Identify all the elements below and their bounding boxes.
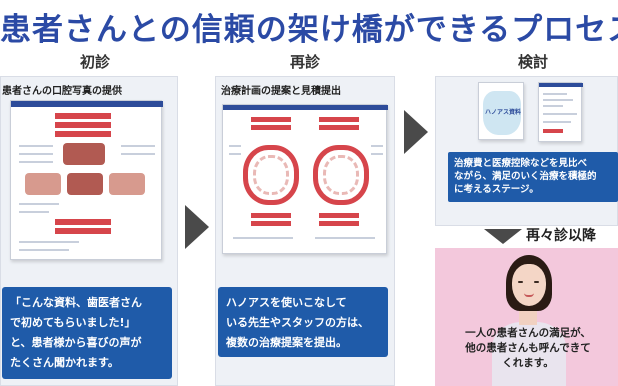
pink-line: くれます。 xyxy=(502,357,554,369)
info-line: たくさん聞かれます。 xyxy=(10,356,119,369)
satisfaction-text: 一人の患者さんの満足が、 他の患者さんも呼んできて くれます。 xyxy=(440,326,616,371)
page-title: 患者さんとの信頼の架け橋ができるプロセス xyxy=(0,12,618,48)
first-visit-caption: 患者さんの口腔写真の提供 xyxy=(2,86,122,97)
pink-line: 一人の患者さんの満足が、 xyxy=(465,327,591,339)
consider-line: に考えるステージ。 xyxy=(454,184,539,195)
info-line: いる先生やスタッフの方は、 xyxy=(226,316,369,329)
hanoas-card: ハノアス資料 xyxy=(478,82,524,140)
consider-line: 治療費と医療控除などを見比べ xyxy=(454,158,588,169)
consider-panel xyxy=(435,76,618,226)
info-line: と、患者様から喜びの声が xyxy=(10,336,142,349)
consider-line: ながら、満足のいく治療を積極的 xyxy=(454,171,597,182)
arrow-right-icon xyxy=(404,110,428,154)
first-visit-info-box: 「こんな資料、歯医者さん で初めてもらいました!」 と、患者様から喜びの声が た… xyxy=(2,287,172,379)
second-visit-info-box: ハノアスを使いこなして いる先生やスタッフの方は、 複数の治療提案を提出。 xyxy=(218,287,388,357)
info-line: 複数の治療提案を提出。 xyxy=(226,336,347,349)
arrow-right-icon xyxy=(185,205,209,249)
woman-illustration xyxy=(492,322,566,386)
oral-photo-document xyxy=(10,100,163,260)
treatment-plan-document xyxy=(222,104,388,254)
info-line: 「こんな資料、歯医者さん xyxy=(10,296,142,309)
estimate-document xyxy=(538,82,583,142)
arrow-down-icon xyxy=(484,229,522,244)
heading-first-visit: 初診 xyxy=(79,53,110,71)
info-line: で初めてもらいました!」 xyxy=(10,316,136,329)
second-visit-caption: 治療計画の提案と見積提出 xyxy=(221,86,341,97)
hanoas-card-label: ハノアス資料 xyxy=(485,109,522,116)
info-line: ハノアスを使いこなして xyxy=(226,296,347,309)
next-visit-label: 再々診以降 xyxy=(526,228,596,244)
heading-consider: 検討 xyxy=(517,53,548,71)
pink-line: 他の患者さんも呼んできて xyxy=(465,342,591,354)
heading-second-visit: 再診 xyxy=(289,53,320,71)
consider-info-box: 治療費と医療控除などを見比べ ながら、満足のいく治療を積極的 に考えるステージ。 xyxy=(448,152,618,202)
